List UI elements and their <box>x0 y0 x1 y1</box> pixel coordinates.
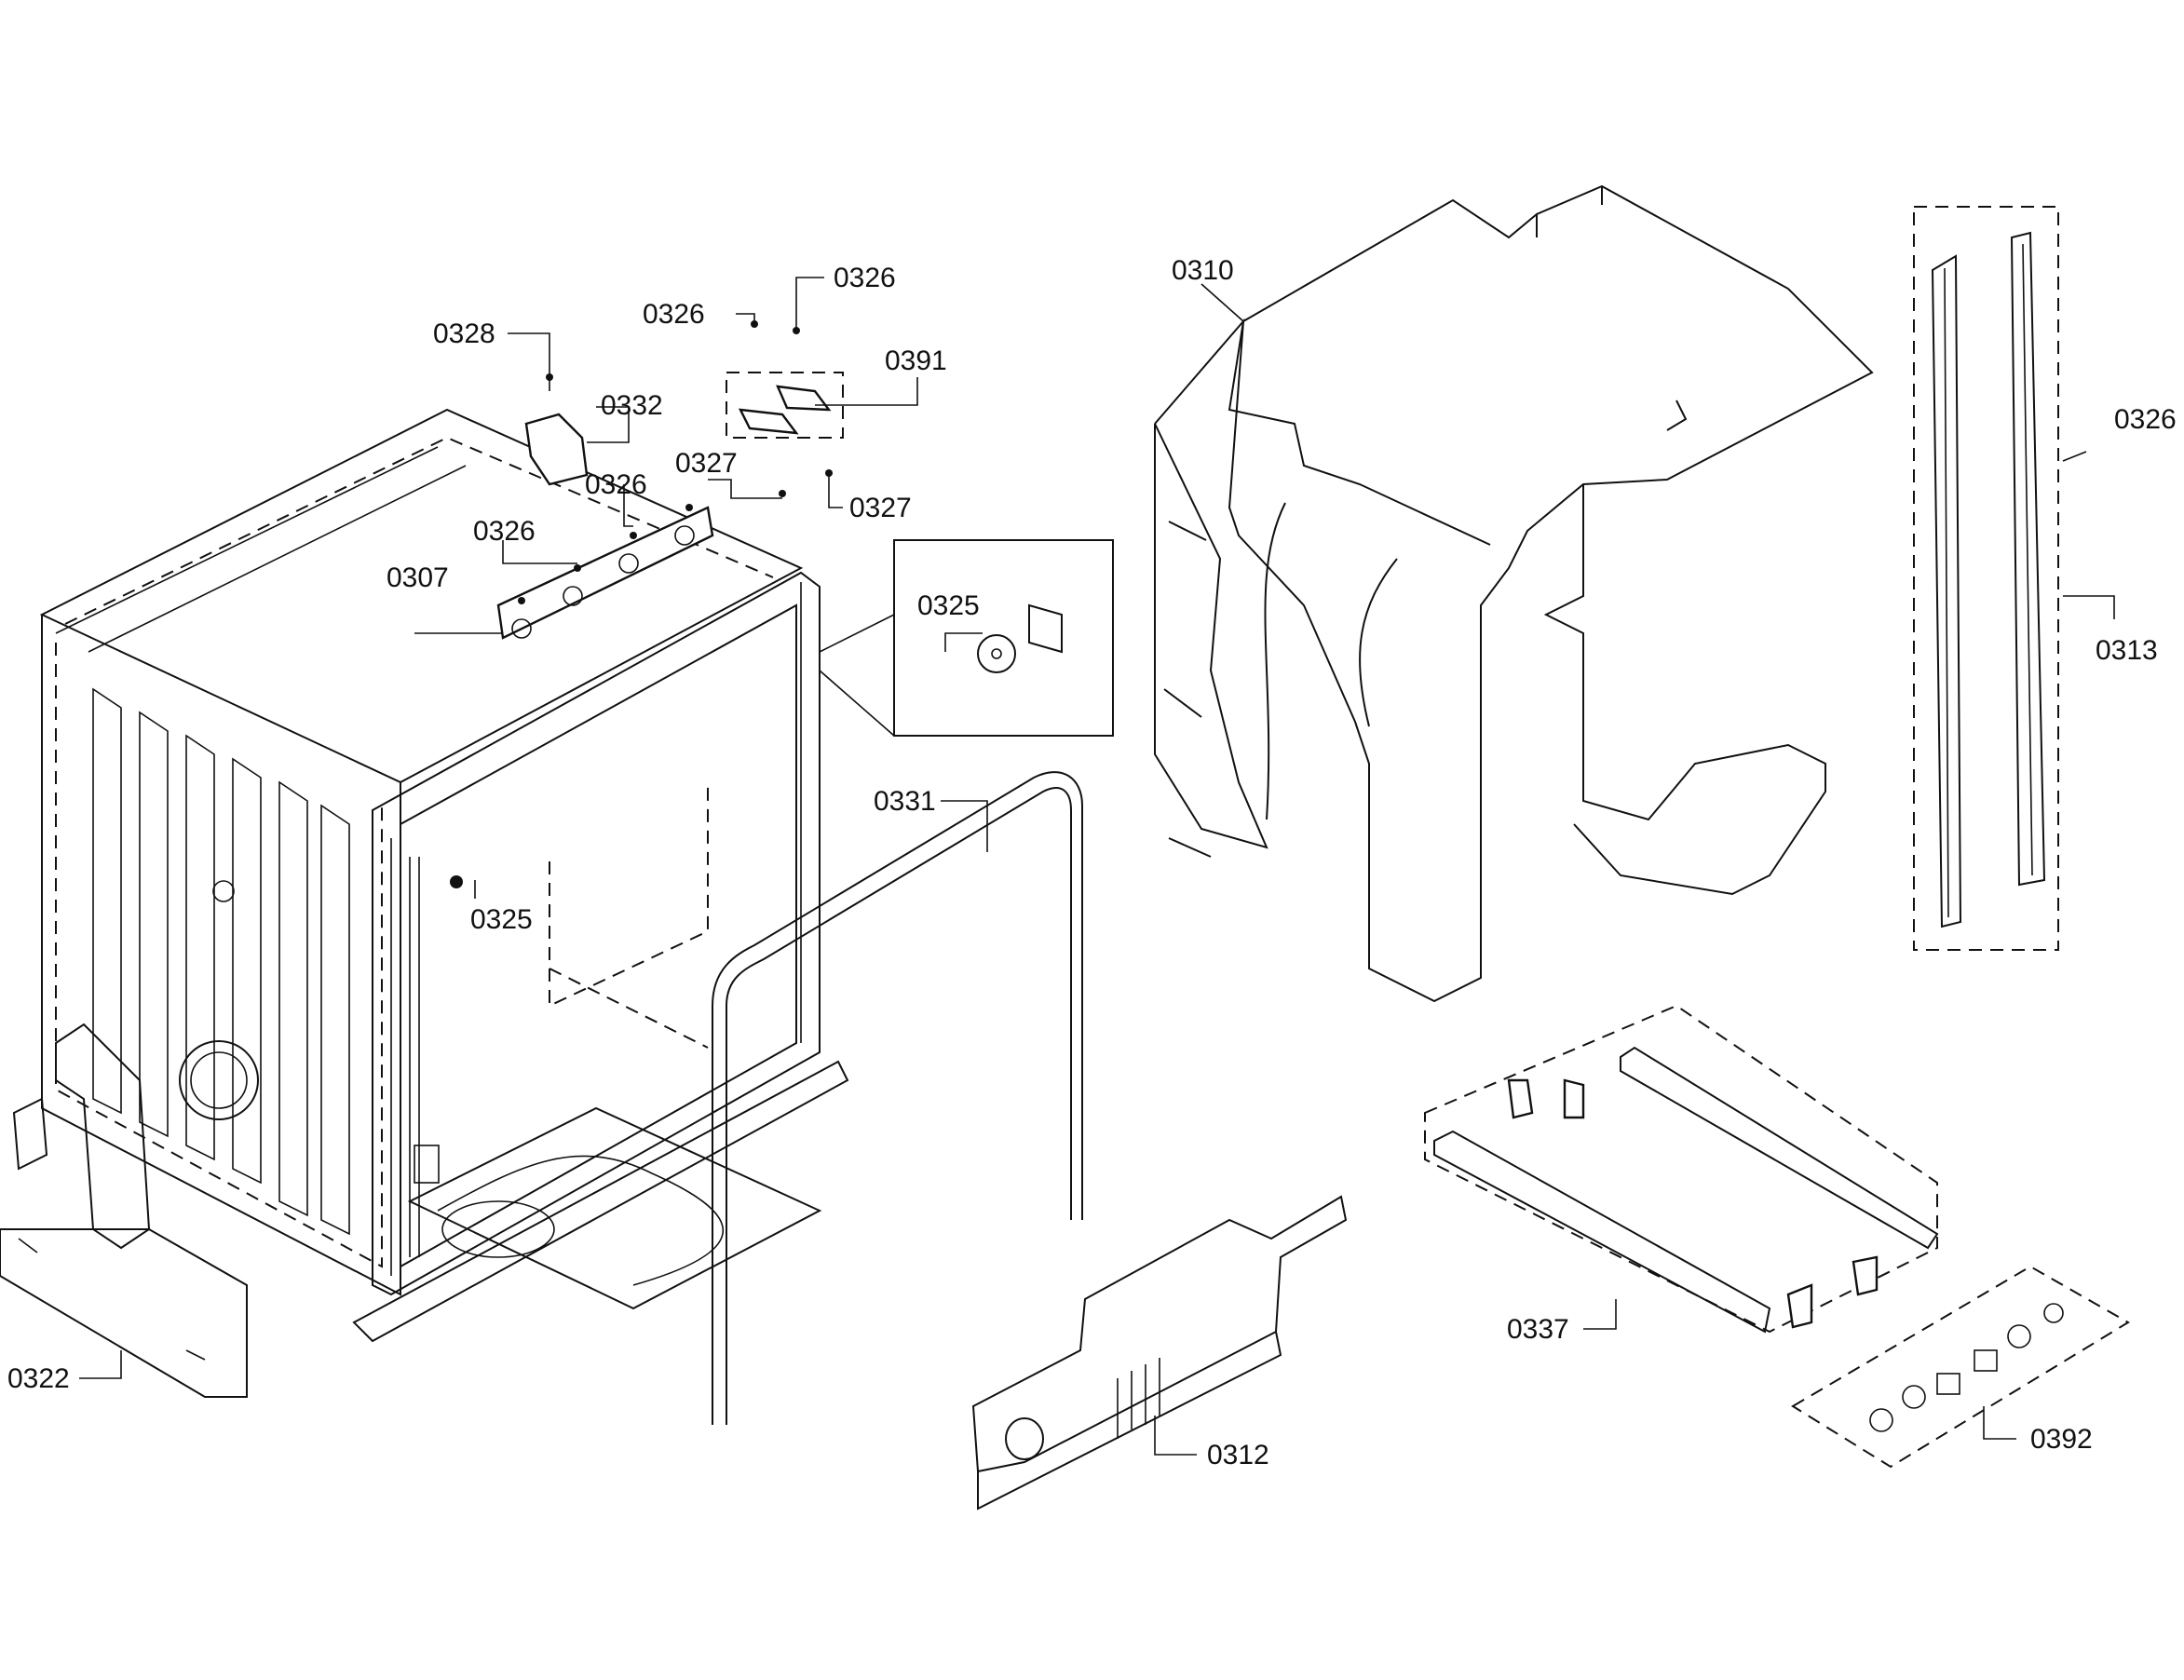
part-0332 <box>524 413 589 486</box>
callout-0326-top: 0326 <box>834 263 896 293</box>
leader-lines <box>79 277 2115 1456</box>
callout-0332: 0332 <box>601 390 663 421</box>
fasteners <box>518 320 833 604</box>
part-0322 <box>0 1228 248 1398</box>
callout-0310: 0310 <box>1172 255 1234 286</box>
callout-0322: 0322 <box>7 1363 70 1394</box>
part-0307 <box>496 506 714 640</box>
callout-0325-inset: 0325 <box>917 590 980 621</box>
callout-0326-mid: 0326 <box>585 469 647 500</box>
inset-0325 <box>819 539 1114 737</box>
callout-0326-left: 0326 <box>643 299 705 330</box>
callout-0312: 0312 <box>1207 1440 1269 1470</box>
part-0391 <box>726 372 844 439</box>
callout-0328: 0328 <box>433 318 495 349</box>
callout-0391: 0391 <box>885 345 947 376</box>
part-0310 <box>1154 184 1874 1003</box>
callout-0337: 0337 <box>1507 1314 1569 1345</box>
part-0331 <box>712 771 1083 1425</box>
part-0312 <box>971 1195 1348 1511</box>
callout-0327-left: 0327 <box>675 448 738 479</box>
callout-0331: 0331 <box>874 786 936 817</box>
part-0392 <box>1791 1265 2130 1469</box>
callout-0327-right: 0327 <box>849 493 912 523</box>
tub-assembly <box>12 408 849 1343</box>
part-0337 <box>1424 1004 1939 1334</box>
callout-0326-right: 0326 <box>2114 404 2177 435</box>
callout-0313: 0313 <box>2096 635 2158 666</box>
callout-0392: 0392 <box>2030 1424 2093 1455</box>
callout-0307: 0307 <box>387 562 449 593</box>
callout-0326-low: 0326 <box>473 516 536 547</box>
part-0313 <box>1913 206 2059 951</box>
callout-0325-tub: 0325 <box>470 904 533 935</box>
